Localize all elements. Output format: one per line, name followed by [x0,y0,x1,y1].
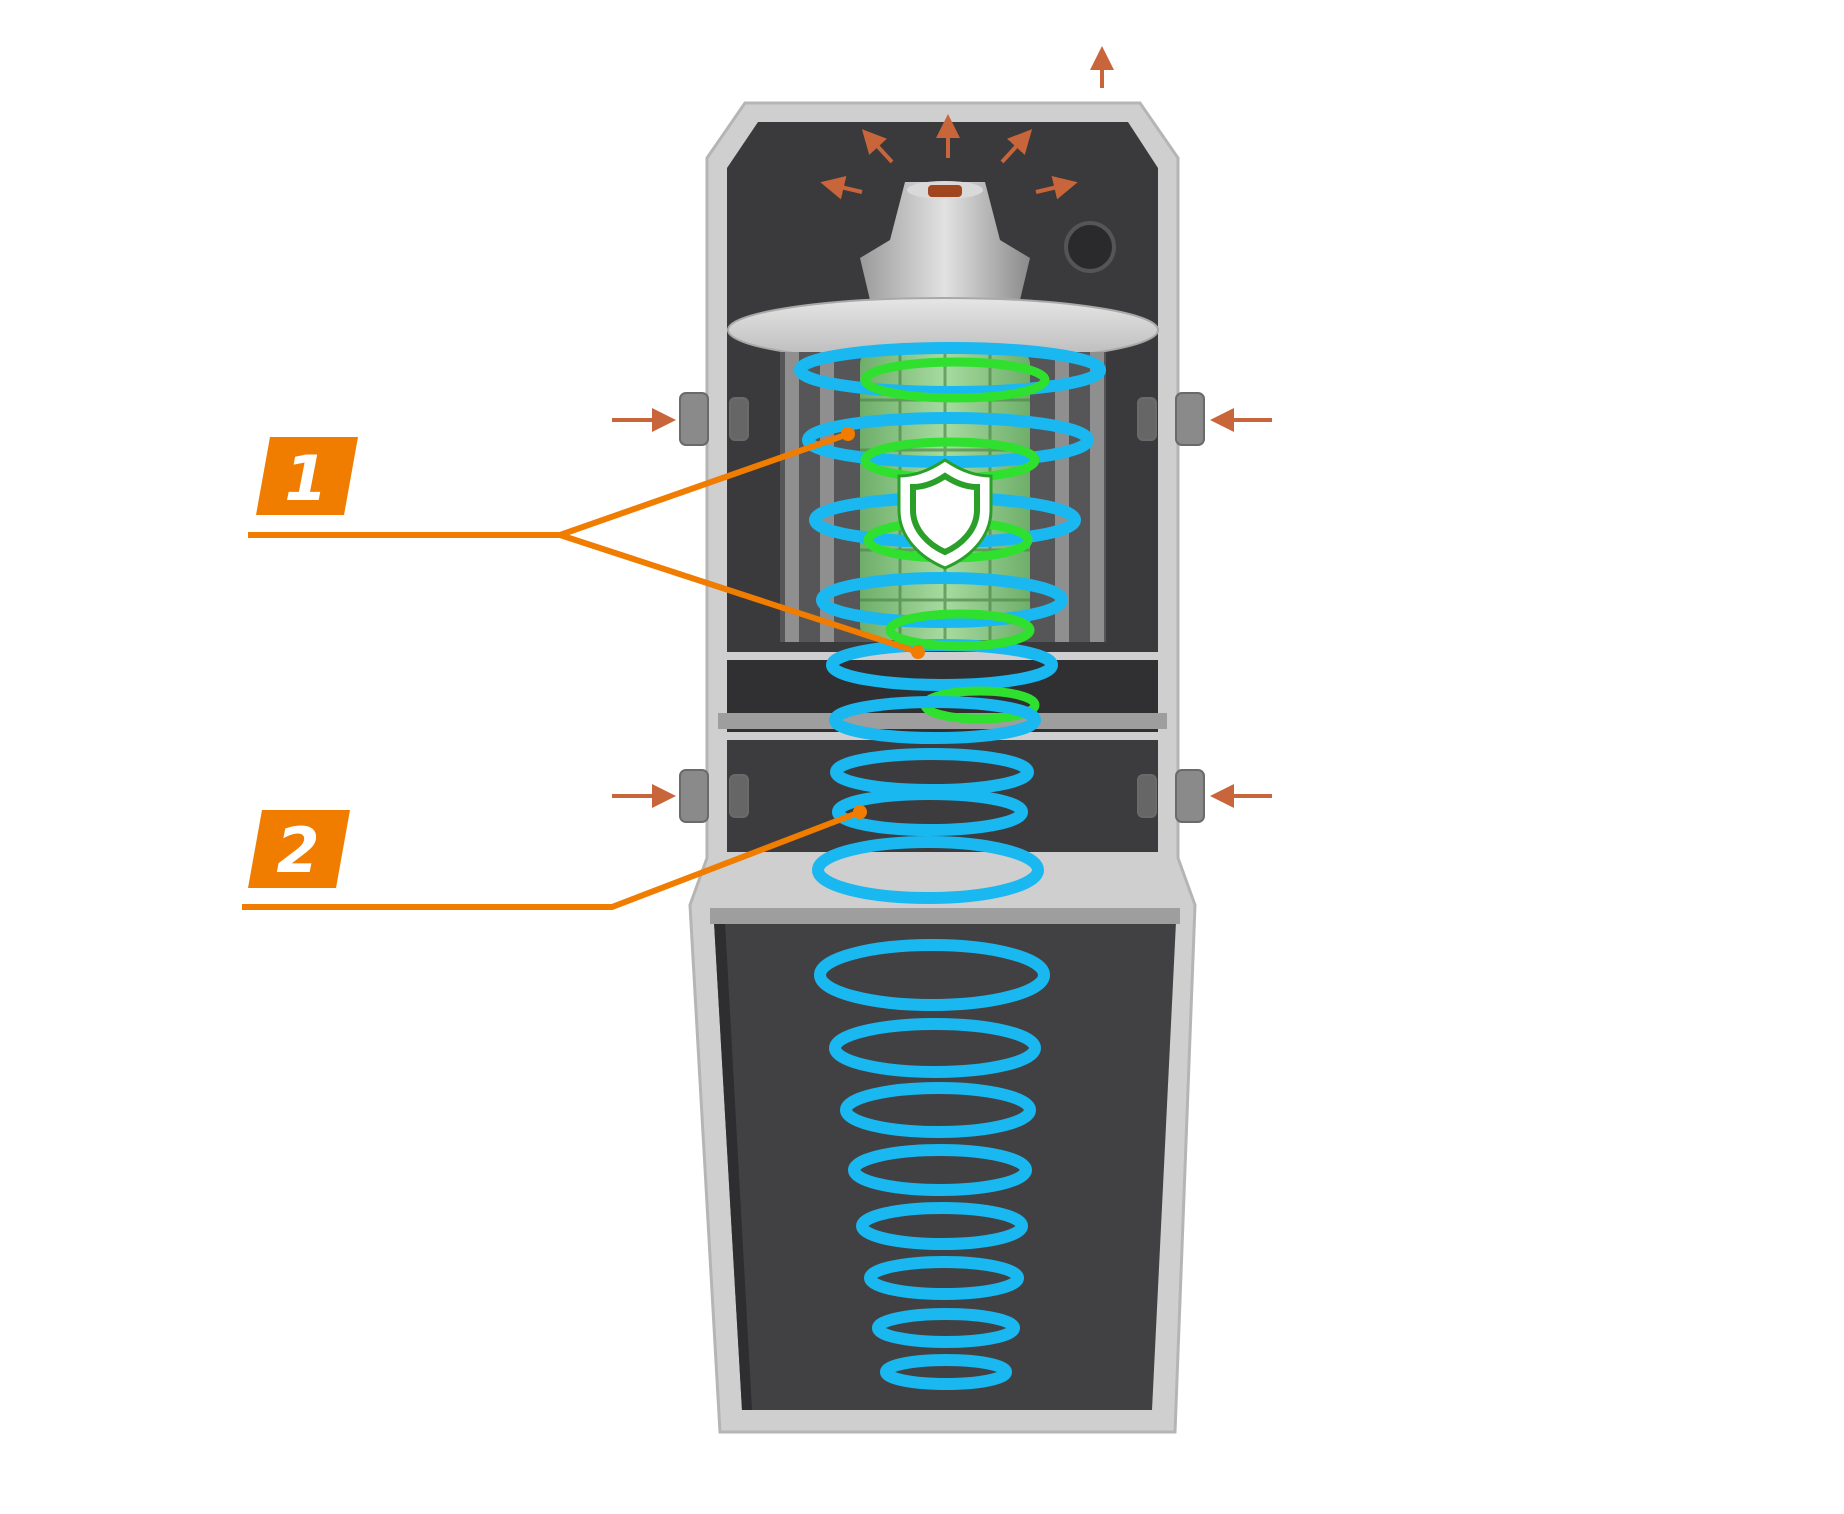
hopper-left-wall [714,922,752,1410]
inlet-port-inner [729,397,749,441]
callout-label-1: 1 [284,442,327,515]
callout-leader-1b [559,532,919,655]
arrow-out-icon [1000,129,1033,164]
callout-leader-2 [242,809,862,910]
airflow-spiral-dirty [872,1308,1020,1348]
callout-1: 1 [248,427,925,659]
inlet-ports [679,392,1205,823]
inlet-port-inner [1137,774,1157,818]
shield-icon [897,458,993,570]
divider-plate-lower [710,908,1180,924]
inlet-port [679,392,709,446]
callout-label-2: 2 [276,814,319,887]
inlet-port [679,769,709,823]
airflow-spiral-dirty [832,788,1028,836]
airflow-arrows [612,46,1272,808]
inlet-port [1175,769,1205,823]
airflow-spiral-clean [860,357,1050,403]
airflow-spiral-dirty [840,1082,1036,1138]
airflow-spiral-dirty [814,939,1050,1011]
airflow-spiral-dirty [812,836,1044,904]
airflow-spiral-dirty [864,1256,1024,1300]
arrow-out-icon [861,129,894,164]
callout-badge-1 [256,437,358,515]
motor-body [860,182,1030,300]
bottom-hopper [714,922,1176,1410]
callout-badge-2 [248,810,350,888]
callout-dot-1a [841,427,855,441]
airflow-spiral-dirty [794,342,1106,398]
arrow-out-icon [1035,176,1078,200]
airflow-spiral-dirty [848,1144,1032,1196]
airflow-spiral-dirty [829,696,1041,744]
inlet-port-inner [1137,397,1157,441]
motor-coil [928,185,962,197]
airflow-spiral-clean [885,609,1035,651]
inlet-port [1175,392,1205,446]
callout-2: 2 [242,805,867,910]
callout-dot-1b [911,645,925,659]
exhaust-port [1064,221,1116,273]
airflow-spiral-dirty [880,1354,1012,1390]
motor [860,181,1116,300]
arrow-out-icon [820,176,863,200]
inlet-port-inner [729,774,749,818]
airflow-spiral-dirty [816,572,1068,628]
airflow-spiral-dirty [829,1018,1041,1078]
callout-dot-2 [853,805,867,819]
airflow-spiral-dirty [856,1202,1028,1250]
